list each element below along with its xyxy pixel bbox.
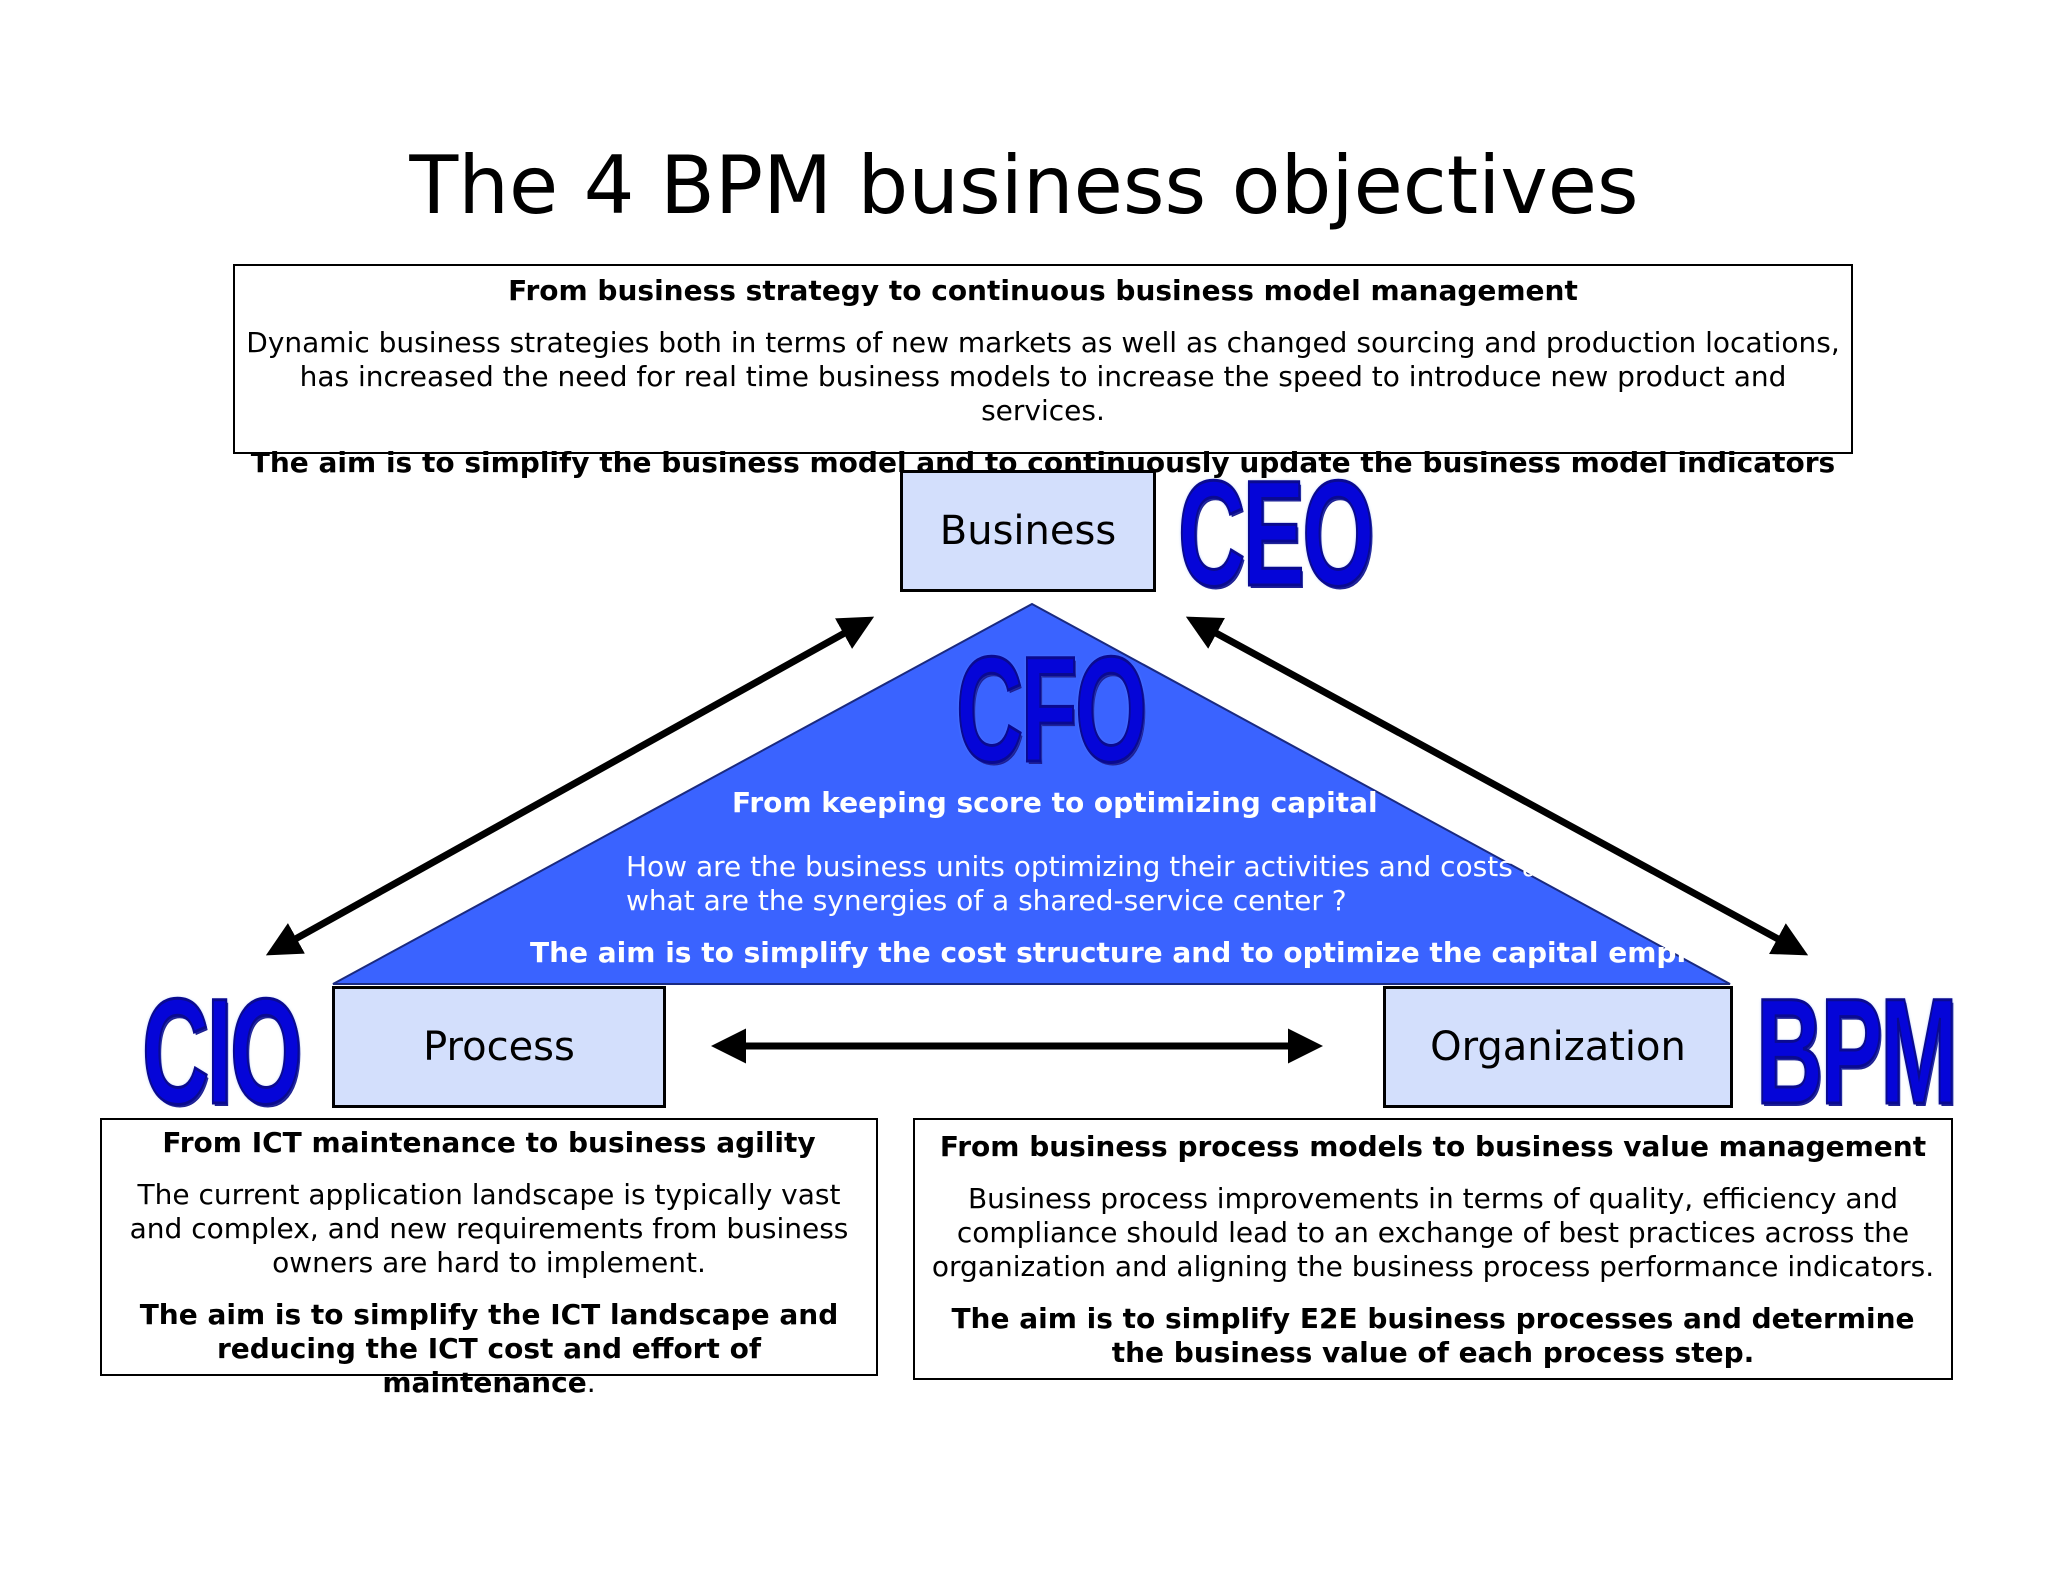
arrow-business-organization <box>1185 616 1809 956</box>
ict-objective-aim: The aim is to simplify the ICT landscape… <box>112 1298 866 1400</box>
ict-objective-heading: From ICT maintenance to business agility <box>162 1126 816 1159</box>
cfo-label: CFO <box>955 625 1148 793</box>
business-node: Business <box>900 470 1156 592</box>
process-value-objective-body: Business process improvements in terms o… <box>931 1182 1935 1283</box>
ict-objective-aim-suffix: . <box>586 1366 596 1399</box>
ceo-label: CEO <box>1177 449 1375 617</box>
cfo-body-line1: How are the business units optimizing th… <box>626 850 1575 883</box>
business-objective-body: Dynamic business strategies both in term… <box>246 326 1840 427</box>
cio-label: CIO <box>141 967 303 1135</box>
arrow-business-process <box>265 616 875 956</box>
cfo-aim: The aim is to simplify the cost structur… <box>530 936 1763 969</box>
ict-objective-aim-text: The aim is to simplify the ICT landscape… <box>139 1298 839 1399</box>
ict-objective-box: From ICT maintenance to business agility… <box>100 1118 878 1399</box>
process-value-objective-heading: From business process models to business… <box>939 1130 1927 1163</box>
page-title: The 4 BPM business objectives <box>409 139 1639 232</box>
business-objective-heading: From business strategy to continuous bus… <box>508 274 1578 307</box>
process-node: Process <box>332 986 666 1108</box>
cfo-heading: From keeping score to optimizing capital <box>732 786 1378 819</box>
ict-objective-body: The current application landscape is typ… <box>129 1178 849 1279</box>
process-value-objective-aim: The aim is to simplify E2E business proc… <box>951 1302 1915 1369</box>
business-objective-box: From business strategy to continuous bus… <box>233 264 1853 479</box>
bpm-label: BPM <box>1755 967 1959 1135</box>
cfo-body-line2: what are the synergies of a shared-servi… <box>626 884 1347 917</box>
process-value-objective-box: From business process models to business… <box>913 1118 1953 1380</box>
organization-node: Organization <box>1383 986 1733 1108</box>
